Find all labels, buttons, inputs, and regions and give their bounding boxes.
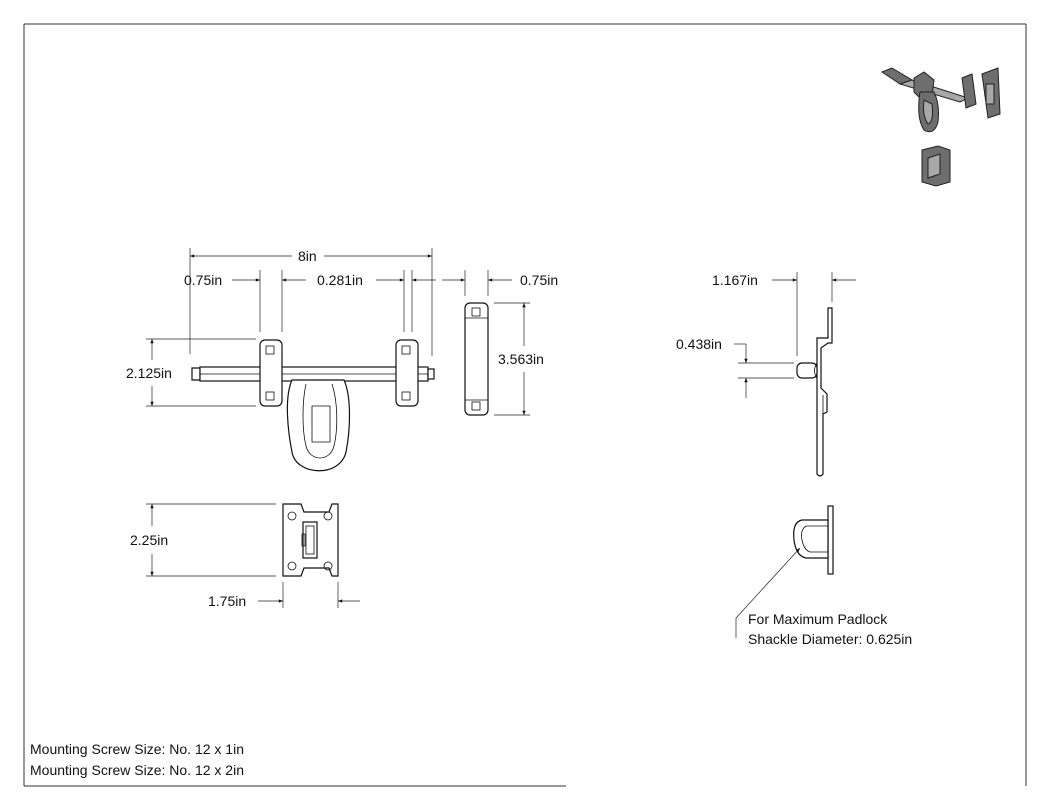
dim-bolt-height: 2.125in [126,365,172,381]
sheet-frame [23,23,1027,787]
padlock-note-line1: For Maximum Padlock [748,611,888,627]
dim-catch-height: 2.25in [130,532,168,548]
catch-front-view [282,503,339,577]
screw-note-1: Mounting Screw Size: No. 12 x 1in [30,741,244,757]
dim-bracket-offset: 0.75in [184,272,222,288]
keeper-front-view [464,302,489,416]
screw-note-2: Mounting Screw Size: No. 12 x 2in [30,762,244,778]
bolt-front-view [191,339,435,472]
padlock-note-line2: Shackle Diameter: 0.625in [748,631,912,647]
side-view [796,307,833,477]
dim-side-rod: 0.438in [676,336,722,352]
dim-keeper-width: 0.75in [520,272,558,288]
dim-overall-length: 8in [298,248,317,264]
isometric-thumbnail [880,67,1001,187]
dim-keeper-height: 3.563in [498,351,544,367]
padlock-leader [735,547,801,638]
dim-bracket-gap: 0.281in [317,272,363,288]
catch-side-view [793,505,834,575]
dimension-lines [146,248,856,608]
dim-catch-width: 1.75in [208,593,246,609]
dim-side-depth: 1.167in [712,272,758,288]
